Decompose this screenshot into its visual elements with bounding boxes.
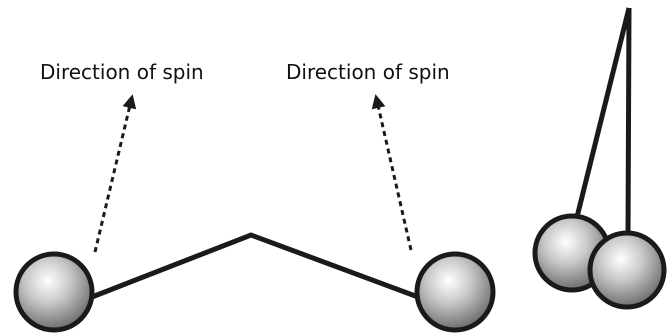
direction-arrow-right [371,94,413,251]
direction-label-left: Direction of spin [40,60,204,84]
direction-arrow-left [93,94,137,253]
pendulum-string-2 [625,7,632,237]
pendulum-ball-front [587,230,667,310]
string-left [91,232,419,300]
ball-left [13,251,95,333]
ball-right [414,251,496,333]
direction-label-right: Direction of spin [286,60,450,84]
pendulum-string-1 [574,7,632,218]
